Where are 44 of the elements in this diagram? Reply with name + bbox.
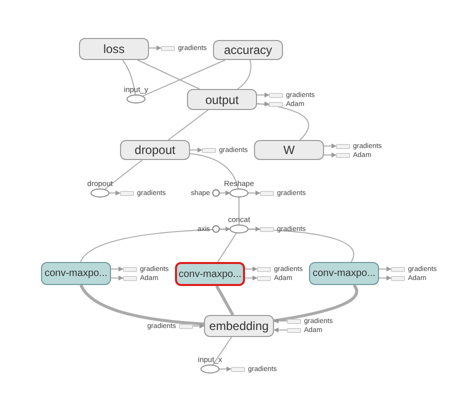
connector [256, 92, 270, 98]
connector [274, 328, 288, 332]
connector [219, 226, 230, 232]
namespace-box: embedding [204, 315, 274, 337]
connector [248, 226, 260, 232]
connector [80, 284, 204, 326]
connector [244, 276, 258, 280]
connector [256, 103, 309, 140]
namespace-box: loss [79, 38, 149, 60]
connector [244, 266, 258, 272]
connector [248, 228, 354, 262]
connector [122, 60, 136, 96]
connector [190, 148, 202, 152]
connector [324, 152, 336, 158]
group-node-box: conv-maxpo... [309, 262, 379, 285]
connector [148, 46, 162, 50]
connector [256, 102, 270, 106]
connector [274, 318, 288, 324]
connector [110, 266, 124, 272]
connector [324, 144, 336, 148]
connector [190, 153, 239, 190]
connector [238, 196, 240, 226]
namespace-box: W [254, 140, 324, 160]
connector [378, 276, 392, 280]
connector [168, 110, 209, 140]
group-node-box: conv-maxpo... [41, 262, 111, 285]
namespace-box: accuracy [213, 40, 283, 60]
connector [142, 60, 226, 97]
connector [217, 232, 238, 262]
group-node-box: conv-maxpo... [175, 262, 245, 286]
connector [218, 366, 232, 372]
connector [212, 336, 232, 366]
namespace-box: dropout [120, 140, 190, 160]
connector [378, 266, 392, 272]
connector [192, 324, 204, 328]
connector [215, 285, 234, 316]
connector [219, 190, 230, 196]
connector [248, 190, 260, 196]
connector [137, 60, 200, 90]
connector [110, 276, 124, 280]
connector [237, 60, 252, 90]
connector [104, 160, 143, 190]
namespace-box: output [187, 89, 257, 110]
connector [108, 190, 120, 196]
